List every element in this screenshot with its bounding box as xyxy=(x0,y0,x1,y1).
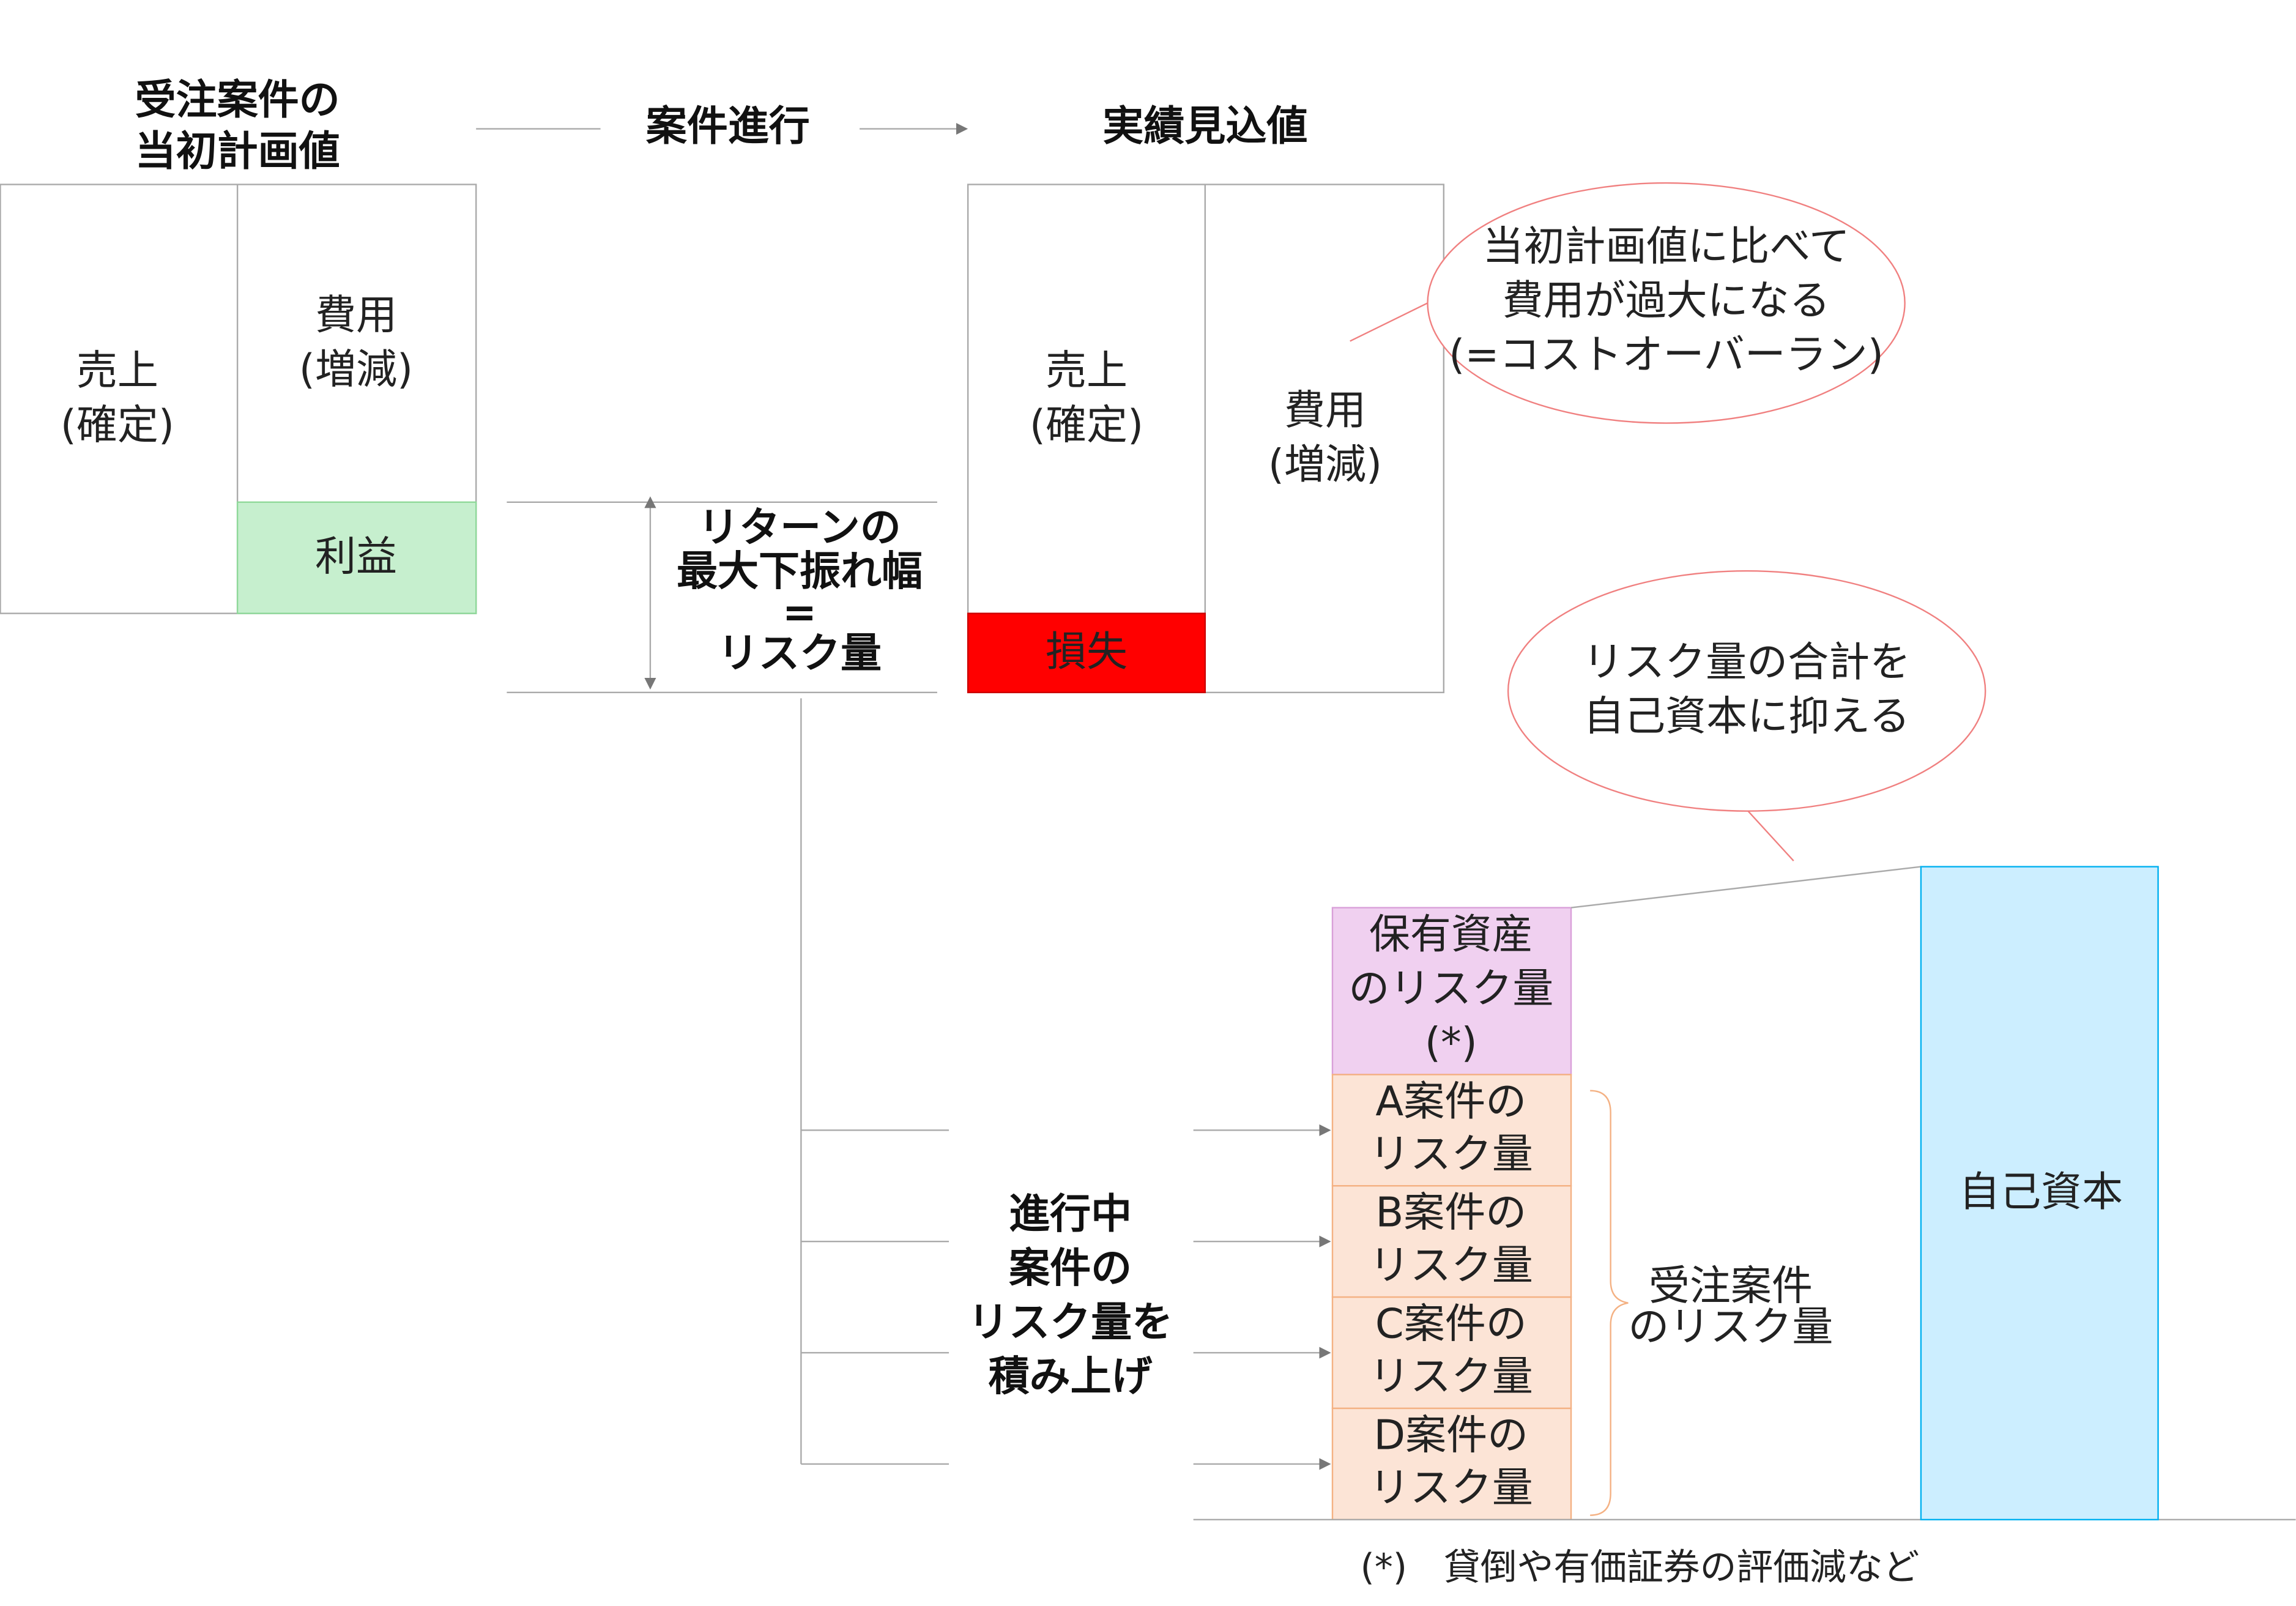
risk-stack: 保有資産 のリスク量 (*) A案件の リスク量 B案件の リスク量 C案件の … xyxy=(1331,907,1572,1521)
callout-overrun: 当初計画値に比べて 費用が過大になる (=コストオーバーラン) xyxy=(1350,182,1906,424)
equity-connector xyxy=(1570,866,1922,909)
header-initial-plan-2: 当初計画値 xyxy=(135,127,340,175)
footnote: (*) 貸倒や有価証券の評価減など xyxy=(1361,1546,1920,1589)
plan-profit: 利益 xyxy=(315,533,397,581)
risk-label-2: 最大下振れ幅 xyxy=(677,548,923,595)
project-d-block xyxy=(1331,1407,1572,1521)
callout-overrun-3: (=コストオーバーラン) xyxy=(1449,330,1884,378)
project-c-1: C案件の xyxy=(1375,1300,1527,1348)
project-b-block xyxy=(1331,1185,1572,1298)
risk-label-3: = xyxy=(782,589,817,636)
header-actual-forecast: 実績見込値 xyxy=(1102,102,1307,150)
stack-connectors xyxy=(800,698,1331,1470)
callout-capital-1: リスク量の合計を xyxy=(1583,638,1911,686)
equity-block xyxy=(1920,866,2159,1521)
asset-risk-2: のリスク量 xyxy=(1348,965,1553,1013)
project-d-2: リスク量 xyxy=(1369,1464,1533,1512)
brace-label-1: 受注案件 xyxy=(1649,1262,1813,1309)
brace-icon xyxy=(1590,1090,1629,1516)
plan-sales-2: (確定) xyxy=(61,401,174,448)
project-a-block xyxy=(1331,1074,1572,1187)
header-initial-plan-1: 受注案件の xyxy=(135,76,340,124)
callout-capital: リスク量の合計を 自己資本に抑える xyxy=(1507,570,1986,861)
callout-overrun-1: 当初計画値に比べて xyxy=(1482,222,1849,270)
profit-block xyxy=(236,501,477,614)
plan-cost-2: (増減) xyxy=(299,345,413,393)
stack-label-3: リスク量を xyxy=(968,1298,1173,1346)
brace-label-2: のリスク量 xyxy=(1628,1303,1833,1350)
actual-sales-2: (確定) xyxy=(1030,401,1143,448)
project-c-block xyxy=(1331,1296,1572,1410)
project-a-1: A案件の xyxy=(1375,1077,1526,1125)
stack-label-2: 案件の xyxy=(1009,1244,1132,1292)
plan-sales-1: 売上 xyxy=(76,347,158,395)
project-d-1: D案件の xyxy=(1374,1411,1529,1459)
asset-risk-1: 保有資産 xyxy=(1369,910,1533,958)
actual-cost-2: (増減) xyxy=(1268,441,1382,488)
risk-label-4: リスク量 xyxy=(718,630,882,677)
loss-block xyxy=(967,612,1206,694)
actual-box: 売上 (確定) 費用 (増減) 損失 xyxy=(967,184,1445,694)
actual-sales-1: 売上 xyxy=(1046,347,1128,395)
actual-cost-1: 費用 xyxy=(1284,386,1366,434)
project-b-2: リスク量 xyxy=(1369,1241,1533,1289)
project-c-2: リスク量 xyxy=(1369,1353,1533,1400)
stack-label-1: 進行中 xyxy=(1009,1190,1132,1238)
header-progress: 案件進行 xyxy=(646,102,810,150)
callout-capital-2: 自己資本に抑える xyxy=(1583,692,1910,740)
asset-risk-block xyxy=(1331,907,1572,1076)
plan-cost-1: 費用 xyxy=(315,291,397,339)
risk-label-1: リターンの xyxy=(698,504,901,551)
project-a-2: リスク量 xyxy=(1369,1130,1533,1178)
actual-loss: 損失 xyxy=(1046,628,1128,675)
equity-label: 自己資本 xyxy=(1959,1168,2123,1216)
asset-risk-3: (*) xyxy=(1425,1019,1477,1066)
callout-overrun-2: 費用が過大になる xyxy=(1503,277,1830,324)
stack-label-4: 積み上げ xyxy=(989,1353,1153,1400)
project-b-1: B案件の xyxy=(1375,1189,1526,1236)
plan-box: 売上 (確定) 費用 (増減) 利益 xyxy=(0,184,477,614)
